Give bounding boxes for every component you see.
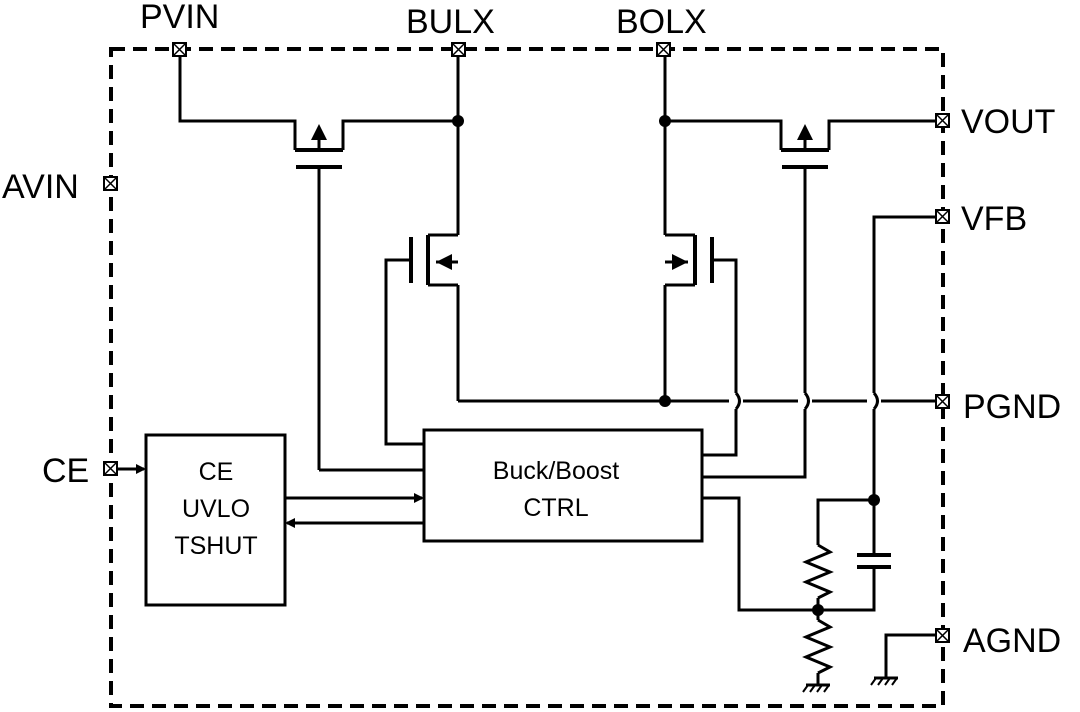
vfb-wire xyxy=(872,215,936,500)
pad-pvin xyxy=(172,42,187,57)
nmos-buck-low-side xyxy=(384,56,460,446)
nmos-boost-low-side xyxy=(663,56,741,457)
pad-vout xyxy=(935,113,950,128)
pin-label-avin: AVIN xyxy=(2,168,79,206)
node-pgnd xyxy=(659,395,671,407)
ctrl-block-line2: CTRL xyxy=(523,494,588,522)
buck-boost-ctrl-block: Buck/Boost CTRL xyxy=(422,428,704,543)
feedback-network xyxy=(702,496,891,693)
ctrl-block-line1: Buck/Boost xyxy=(493,457,620,485)
pin-label-pgnd: PGND xyxy=(963,388,1061,426)
pmos-buck-high-side xyxy=(178,56,458,470)
pad-avin xyxy=(103,176,118,191)
pin-label-vfb: VFB xyxy=(961,200,1027,238)
pad-bulx xyxy=(451,42,466,57)
pin-label-bolx: BOLX xyxy=(616,3,707,41)
ce-block-line2: UVLO xyxy=(182,495,250,523)
ce-block-line3: TSHUT xyxy=(174,532,257,560)
pad-agnd xyxy=(935,628,950,643)
chip-boundary xyxy=(109,47,945,708)
pin-label-vout: VOUT xyxy=(961,103,1055,141)
pad-pgnd xyxy=(935,394,950,409)
node-fb-divider xyxy=(812,604,824,616)
pin-label-bulx: BULX xyxy=(406,3,495,41)
node-bulx xyxy=(452,115,464,127)
pin-label-agnd: AGND xyxy=(963,622,1061,660)
pad-bolx xyxy=(656,42,671,57)
pad-vfb xyxy=(935,209,950,224)
pin-label-pvin: PVIN xyxy=(140,0,219,36)
ce-uvlo-tshut-block: CE UVLO TSHUT xyxy=(144,433,287,607)
pad-ce xyxy=(103,461,118,476)
ce-block-line1: CE xyxy=(199,458,234,486)
pin-label-ce: CE xyxy=(42,452,89,490)
agnd-ground xyxy=(870,633,936,686)
pmos-boost-high-side xyxy=(665,119,936,479)
